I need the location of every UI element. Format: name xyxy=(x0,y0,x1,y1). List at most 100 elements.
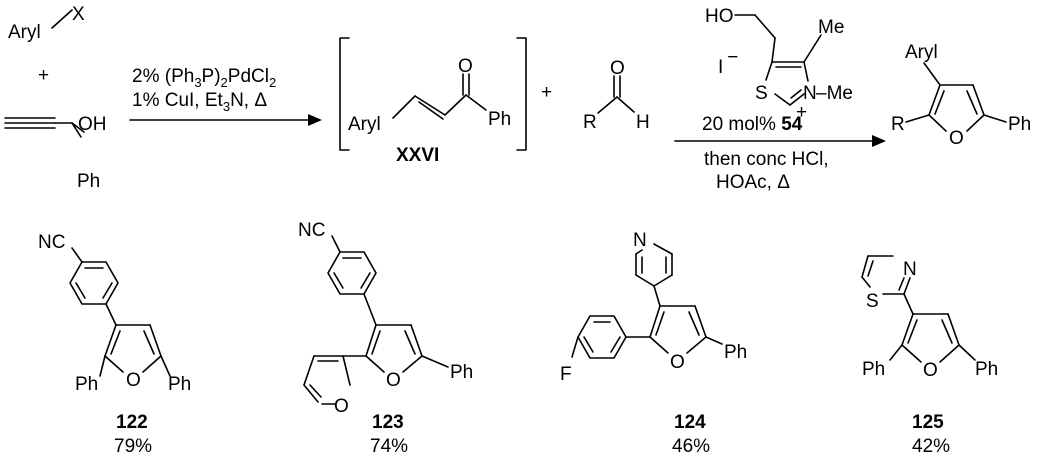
ring-double-2 xyxy=(583,336,594,353)
iodide-label: I− xyxy=(718,47,738,78)
furan-c4-c5 xyxy=(972,84,985,116)
furan-o-c2 xyxy=(901,344,922,363)
compound-yield: 74% xyxy=(370,436,408,455)
aldehyde-h-bond xyxy=(616,96,635,113)
pyridine-n-label: N xyxy=(633,230,647,251)
thiazole-c2-n xyxy=(903,277,911,295)
step2-line2: then conc HCl, xyxy=(704,149,829,170)
reactant-propargyl-alcohol: OH Ph xyxy=(4,114,107,192)
pyridine-n-c2 xyxy=(653,243,673,255)
aryl-label: Aryl xyxy=(8,22,41,43)
ring-double-3 xyxy=(360,272,371,289)
thiazole-c5-s xyxy=(861,276,871,288)
furyl-c4-c5 xyxy=(303,384,319,403)
furan-o-c2 xyxy=(649,336,669,354)
compound-id: 124 xyxy=(674,412,706,433)
furan-o-c2 xyxy=(104,355,124,373)
ph2-label: Ph xyxy=(168,374,191,395)
furan-c4-c5 xyxy=(947,313,960,346)
product-aryl-bond xyxy=(923,62,941,86)
furyl-c3-c4 xyxy=(303,355,315,386)
fluoro-label: F xyxy=(560,364,572,385)
furan-c2-c3 xyxy=(104,324,117,357)
furan-c2-c3-double xyxy=(655,311,665,336)
compound-123: NC O Ph O 123 74% xyxy=(298,220,473,455)
furan-c5-o xyxy=(939,344,960,363)
catalyst-s-label: S xyxy=(755,83,768,104)
ph1-label: Ph xyxy=(75,374,98,395)
ring-s1-c2 xyxy=(774,93,791,106)
product-furan: Aryl O R Ph xyxy=(891,42,1031,149)
catalyst-chain-2 xyxy=(754,14,776,39)
step2-conditions: 20 mol% 54 then conc HCl, HOAc, Δ xyxy=(674,114,886,193)
aldehyde-h-label: H xyxy=(636,112,650,133)
furan-c2-c3-double xyxy=(934,90,945,115)
enone-bond-b xyxy=(414,95,446,116)
aldehyde: R O H xyxy=(583,58,650,133)
compound-yield: 79% xyxy=(114,436,152,455)
ph1-bond xyxy=(99,355,106,377)
intermediate-aryl-label: Aryl xyxy=(348,114,381,135)
product-r-bond xyxy=(905,114,930,123)
furyl-o-label: O xyxy=(334,396,349,417)
furan-o-c2 xyxy=(928,114,947,132)
furan-c5-o xyxy=(142,355,162,373)
ring-c4-n3 xyxy=(803,61,809,82)
furan-c2-c3 xyxy=(901,313,914,346)
aldehyde-o-label: O xyxy=(610,58,625,79)
plus-sign-1: + xyxy=(38,65,49,86)
reactant-aryl-halide: Aryl X xyxy=(8,4,85,43)
furan-c4-c5-double xyxy=(688,311,700,336)
thiazolium-catalyst: HO Me S N + –Me I− xyxy=(705,6,853,123)
furan-c2-c3 xyxy=(365,324,377,357)
furan-o-c2 xyxy=(365,355,385,373)
intermediate-ph-label: Ph xyxy=(488,109,511,130)
thiazole-c4-c5-double xyxy=(867,260,874,277)
ring-c2-n3 xyxy=(789,93,805,106)
pyridyl-furan-bond xyxy=(653,285,661,307)
compound-yield: 46% xyxy=(672,436,710,455)
furan-c4-c5 xyxy=(694,305,707,338)
nitrile-aryl-bond xyxy=(71,247,83,263)
step1-line2: 1% CuI, Et3N, Δ xyxy=(132,90,267,114)
furan-c4-c5-double xyxy=(941,319,953,344)
catalyst-me2-label: –Me xyxy=(816,83,853,104)
compound-122: NC O Ph Ph 122 79% xyxy=(38,232,191,455)
product-o-label: O xyxy=(949,128,964,149)
enone-bond-a xyxy=(392,95,416,119)
furan-c4-c5 xyxy=(149,324,162,357)
ring-double-2 xyxy=(75,282,86,299)
plus-sign-2: + xyxy=(541,82,552,103)
ring-double-3 xyxy=(610,336,621,353)
compound-id: 125 xyxy=(912,412,944,433)
furan-c2-c3-double xyxy=(110,330,121,355)
nitrile-label: NC xyxy=(298,220,325,241)
thiazole-c2-n-double xyxy=(898,277,905,291)
nitrile-aryl-bond xyxy=(331,235,341,253)
ring-c5-s1 xyxy=(765,61,773,81)
catalyst-n-label: N xyxy=(803,83,817,104)
furyl-c2-o xyxy=(342,355,351,386)
ph-bond xyxy=(705,336,723,345)
furan-o-label: O xyxy=(126,370,141,391)
ph-label: Ph xyxy=(450,362,473,383)
ph1-label: Ph xyxy=(862,359,885,380)
catalyst-plus-label: + xyxy=(796,102,807,123)
compound-id: 123 xyxy=(372,412,404,433)
ring-double-2 xyxy=(333,272,344,289)
furyl-c4-c5-double xyxy=(309,384,322,398)
ring-double-3 xyxy=(102,282,113,299)
phenyl-label: Ph xyxy=(77,171,100,192)
aldehyde-r-label: R xyxy=(583,112,597,133)
aldehyde-r-bond xyxy=(597,96,618,114)
pyridine-c6-n xyxy=(635,249,643,255)
intermediate-id-label: XXVI xyxy=(396,145,439,166)
catalyst-me1-label: Me xyxy=(818,17,844,38)
furan-c2-c3-double xyxy=(371,330,381,355)
pyridine-c4-c5 xyxy=(635,274,655,287)
ph-label: Ph xyxy=(724,342,747,363)
aryl-furan-bond xyxy=(105,303,117,326)
thiazole-n-label: N xyxy=(903,259,917,280)
furan-o-label: O xyxy=(670,352,685,373)
